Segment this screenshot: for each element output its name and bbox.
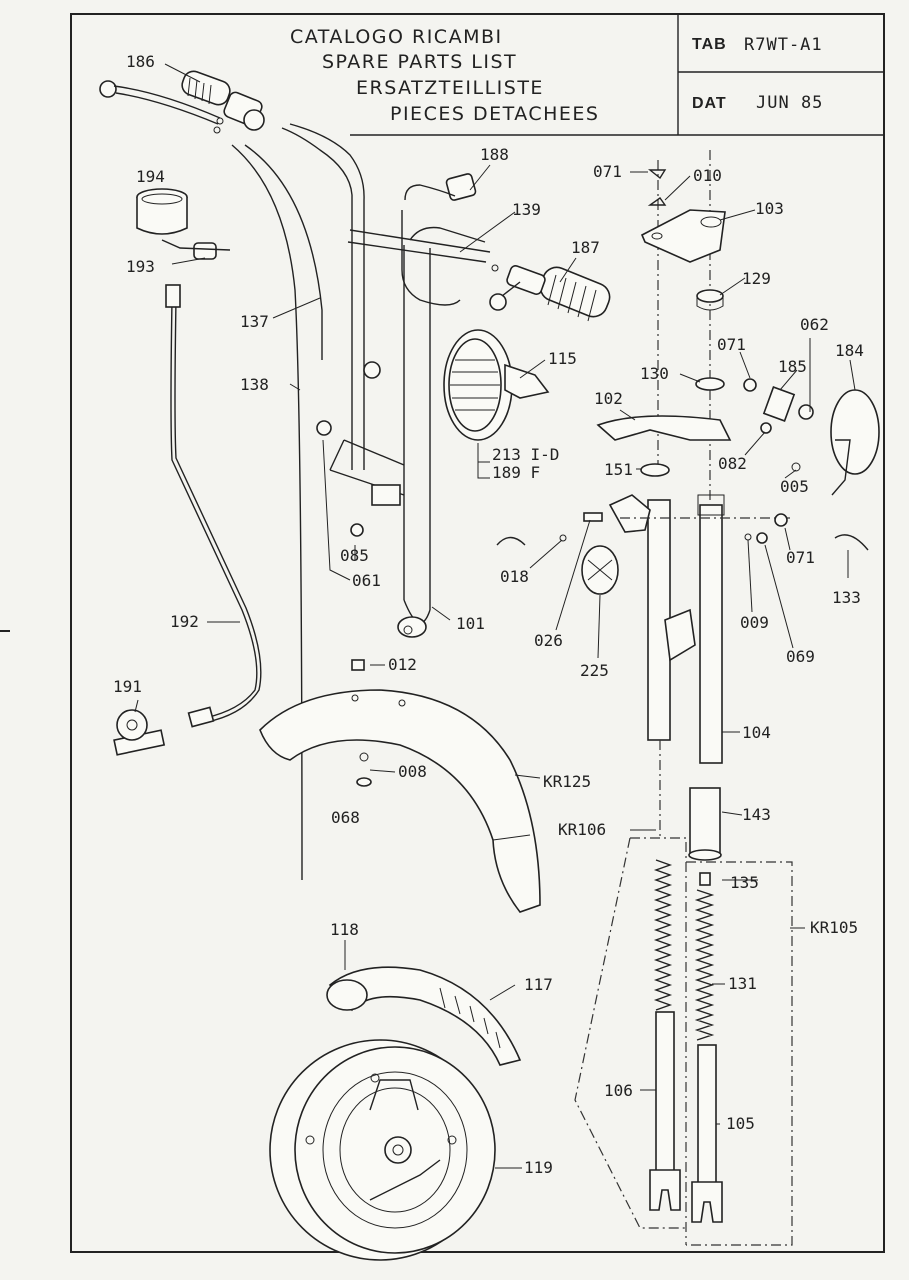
speedometer <box>113 188 231 756</box>
callout-117: 117 <box>524 975 553 994</box>
callout-186: 186 <box>126 52 155 71</box>
callout-105: 105 <box>726 1114 755 1133</box>
callout-137: 137 <box>240 312 269 331</box>
callout-225: 225 <box>580 661 609 680</box>
callout-068: 068 <box>331 808 360 827</box>
callout-104: 104 <box>742 723 771 742</box>
callout-193: 193 <box>126 257 155 276</box>
callout-192: 192 <box>170 612 199 631</box>
callout-151: 151 <box>604 460 633 479</box>
callout-009: 009 <box>740 613 769 632</box>
callout-085: 085 <box>340 546 369 565</box>
fork-legs <box>316 420 869 764</box>
dat-value: JUN 85 <box>756 93 824 113</box>
callout-010: 010 <box>693 166 722 185</box>
front-wheel <box>269 966 522 1261</box>
callout-008: 008 <box>398 762 427 781</box>
tab-label: TAB <box>692 36 727 53</box>
callout-106: 106 <box>604 1081 633 1100</box>
callout-129: 129 <box>742 269 771 288</box>
callout-071-top: 071 <box>593 162 622 181</box>
callout-143: 143 <box>742 805 771 824</box>
callout-213: 213 I-D <box>492 445 559 464</box>
callout-082: 082 <box>718 454 747 473</box>
fork-top-parts <box>596 150 880 500</box>
cables <box>165 144 323 881</box>
sheet-border <box>70 13 885 1253</box>
fork-internals <box>574 740 793 1246</box>
callout-133: 133 <box>832 588 861 607</box>
callout-139: 139 <box>512 200 541 219</box>
leader-lines <box>134 63 856 1169</box>
margin-mark <box>0 630 10 632</box>
callout-069: 069 <box>786 647 815 666</box>
callout-119: 119 <box>524 1158 553 1177</box>
callout-071-mid: 071 <box>717 335 746 354</box>
callout-labels: 186 194 193 137 138 188 139 187 115 213 … <box>113 52 864 1177</box>
callout-kr106: KR106 <box>558 820 606 839</box>
callout-194: 194 <box>136 167 165 186</box>
callout-026: 026 <box>534 631 563 650</box>
callout-115: 115 <box>548 349 577 368</box>
callout-189: 189 F <box>492 463 540 482</box>
title-ersatzteil: ERSATZTEILLISTE <box>356 77 544 99</box>
callout-131: 131 <box>728 974 757 993</box>
header-box <box>350 13 885 136</box>
dat-label: DAT <box>692 95 727 112</box>
callout-012: 012 <box>388 655 417 674</box>
callout-062: 062 <box>800 315 829 334</box>
callout-188: 188 <box>480 145 509 164</box>
callout-191: 191 <box>113 677 142 696</box>
callout-061: 061 <box>352 571 381 590</box>
callout-130: 130 <box>640 364 669 383</box>
handlebar-assembly <box>99 70 611 638</box>
callout-185: 185 <box>778 357 807 376</box>
front-fender <box>259 659 541 913</box>
callout-184: 184 <box>835 341 864 360</box>
title-pieces: PIECES DETACHEES <box>390 103 600 125</box>
callout-135: 135 <box>730 873 759 892</box>
callout-187: 187 <box>571 238 600 257</box>
callout-103: 103 <box>755 199 784 218</box>
headlight <box>443 329 550 441</box>
tab-value: R7WT-A1 <box>744 35 823 55</box>
callout-101: 101 <box>456 614 485 633</box>
title-spare-parts: SPARE PARTS LIST <box>322 51 518 73</box>
title-catalogo: CATALOGO RICAMBI <box>290 26 503 48</box>
callout-kr125: KR125 <box>543 772 591 791</box>
callout-kr105: KR105 <box>810 918 858 937</box>
callout-018: 018 <box>500 567 529 586</box>
callout-102: 102 <box>594 389 623 408</box>
callout-071-right: 071 <box>786 548 815 567</box>
callout-138: 138 <box>240 375 269 394</box>
callout-005: 005 <box>780 477 809 496</box>
callout-118: 118 <box>330 920 359 939</box>
